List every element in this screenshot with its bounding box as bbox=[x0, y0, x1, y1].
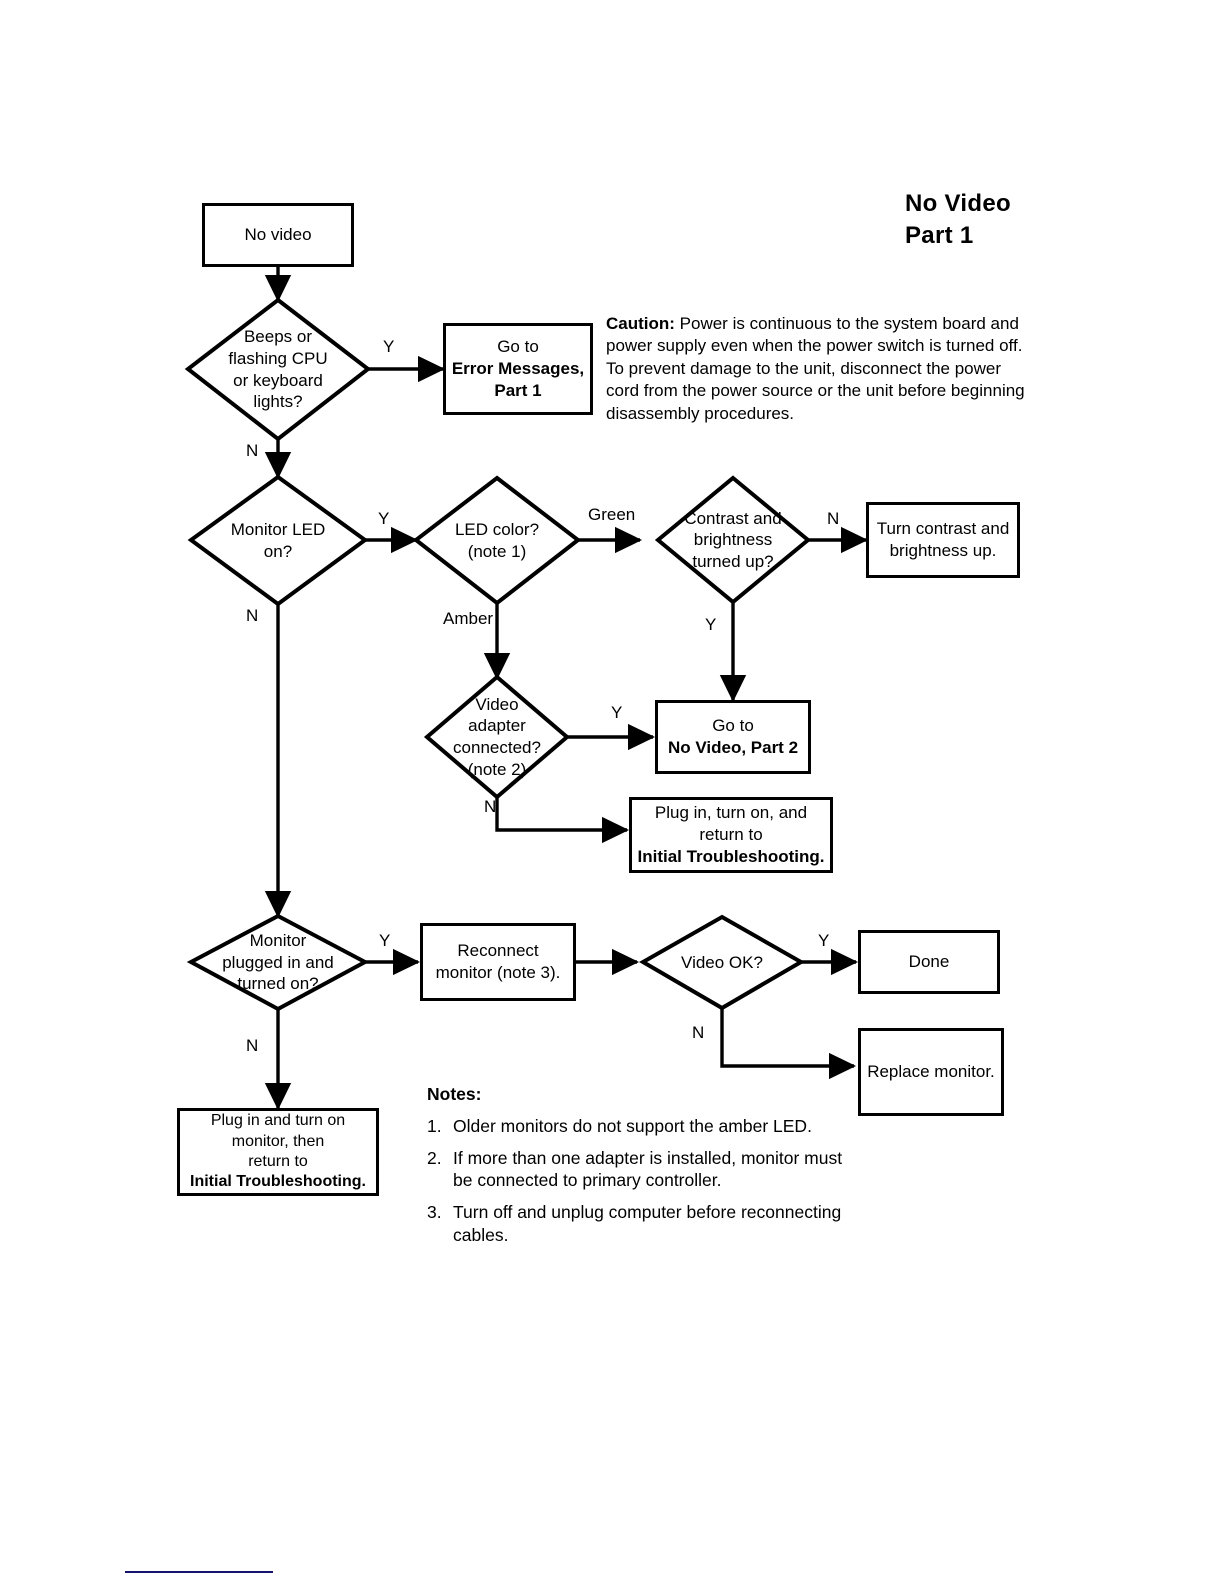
node-contrast-label: Contrast and brightness turned up? bbox=[684, 508, 782, 571]
node-beeps-label: Beeps or flashing CPU or keyboard lights… bbox=[228, 327, 328, 412]
node-video-ok-label: Video OK? bbox=[681, 952, 763, 972]
node-led-color[interactable]: LED color? (note 1) bbox=[416, 478, 578, 603]
node-plug-in-monitor-line4: Initial Troubleshooting. bbox=[190, 1173, 366, 1191]
node-error-messages-line1: Go to bbox=[497, 337, 539, 357]
caution-body: Power is continuous to the system board … bbox=[606, 314, 1025, 423]
note-item: 2. If more than one adapter is installed… bbox=[427, 1147, 847, 1193]
node-plug-in-return-line1: Plug in, turn on, and bbox=[654, 803, 808, 823]
caution-note: Caution: Power is continuous to the syst… bbox=[606, 313, 1026, 425]
node-plug-in-monitor-line2: monitor, then bbox=[231, 1132, 325, 1150]
notes-heading: Notes: bbox=[427, 1084, 482, 1104]
edge-label-contrast-yes: Y bbox=[705, 615, 717, 634]
node-monitor-led-label: Monitor LED on? bbox=[230, 519, 326, 561]
footer-divider bbox=[125, 1571, 273, 1573]
node-no-video-part2-line2: No Video, Part 2 bbox=[667, 738, 799, 757]
edge-label-color-amber: Amber bbox=[443, 609, 494, 628]
notes-block: Notes: 1. Older monitors do not support … bbox=[427, 1083, 847, 1256]
edge-adapter-no bbox=[495, 797, 630, 844]
node-no-video-part2[interactable]: Go to No Video, Part 2 bbox=[655, 700, 811, 774]
page-title: No Video Part 1 bbox=[905, 190, 1011, 250]
node-reconnect-monitor[interactable]: Reconnect monitor (note 3). bbox=[420, 923, 576, 1001]
node-turn-contrast-up-label: Turn contrast and brightness up. bbox=[876, 519, 1010, 560]
note-item: 3. Turn off and unplug computer before r… bbox=[427, 1201, 847, 1247]
node-turn-contrast-up[interactable]: Turn contrast and brightness up. bbox=[866, 502, 1020, 578]
edge-label-adapter-yes: Y bbox=[611, 703, 623, 722]
node-done[interactable]: Done bbox=[858, 930, 1000, 994]
node-no-video-part2-line1: Go to bbox=[712, 716, 754, 736]
note-number: 3. bbox=[427, 1202, 442, 1222]
note-text: If more than one adapter is installed, m… bbox=[453, 1147, 843, 1191]
node-start[interactable]: No video bbox=[202, 203, 354, 267]
note-number: 1. bbox=[427, 1115, 442, 1136]
edge-videook-no bbox=[720, 1008, 857, 1080]
node-plug-in-monitor-line3: return to bbox=[248, 1153, 308, 1170]
caution-label: Caution: bbox=[606, 314, 675, 333]
node-replace-monitor-label: Replace monitor. bbox=[867, 1062, 995, 1082]
edge-label-plugged-yes: Y bbox=[379, 931, 391, 950]
edge-label-plugged-no: N bbox=[246, 1036, 259, 1055]
node-start-label: No video bbox=[244, 225, 312, 245]
edge-label-videook-no: N bbox=[692, 1023, 705, 1042]
edge-label-beeps-yes: Y bbox=[383, 337, 395, 356]
node-plug-in-monitor[interactable]: Plug in and turn on monitor, then return… bbox=[177, 1108, 379, 1196]
node-monitor-led[interactable]: Monitor LED on? bbox=[191, 477, 365, 604]
node-plug-in-return-line2: return to bbox=[699, 825, 763, 845]
edge-label-led-yes: Y bbox=[378, 509, 390, 528]
note-item: 1. Older monitors do not support the amb… bbox=[427, 1115, 847, 1138]
edge-label-beeps-no: N bbox=[246, 441, 259, 460]
node-contrast[interactable]: Contrast and brightness turned up? bbox=[658, 478, 808, 602]
note-text: Turn off and unplug computer before reco… bbox=[453, 1202, 842, 1245]
node-video-adapter[interactable]: Video adapter connected? (note 2) bbox=[427, 677, 567, 797]
node-monitor-plugged-label: Monitor plugged in and turned on? bbox=[222, 931, 334, 994]
edge-label-contrast-no: N bbox=[827, 509, 840, 528]
node-reconnect-monitor-line2: monitor (note 3). bbox=[435, 963, 561, 982]
edge-label-led-no: N bbox=[246, 606, 259, 625]
node-video-adapter-label: Video adapter connected? (note 2) bbox=[453, 694, 541, 779]
node-video-ok[interactable]: Video OK? bbox=[643, 917, 801, 1008]
note-number: 2. bbox=[427, 1147, 442, 1168]
node-monitor-plugged[interactable]: Monitor plugged in and turned on? bbox=[191, 916, 365, 1009]
node-error-messages[interactable]: Go to Error Messages, Part 1 bbox=[443, 323, 593, 415]
node-done-label: Done bbox=[908, 952, 950, 972]
node-plug-in-return[interactable]: Plug in, turn on, and return to Initial … bbox=[629, 797, 833, 873]
node-error-messages-line2: Error Messages, bbox=[451, 359, 585, 379]
node-plug-in-monitor-line1: Plug in and turn on bbox=[210, 1112, 346, 1130]
node-reconnect-monitor-line1: Reconnect bbox=[457, 941, 539, 961]
node-led-color-label: LED color? (note 1) bbox=[454, 519, 540, 561]
edge-label-color-green: Green bbox=[588, 505, 636, 524]
node-replace-monitor[interactable]: Replace monitor. bbox=[858, 1028, 1004, 1116]
node-beeps[interactable]: Beeps or flashing CPU or keyboard lights… bbox=[188, 300, 368, 439]
node-error-messages-line3: Part 1 bbox=[494, 380, 542, 400]
edge-label-adapter-no: N bbox=[484, 797, 497, 816]
note-text: Older monitors do not support the amber … bbox=[453, 1115, 812, 1136]
edge-label-videook-yes: Y bbox=[818, 931, 830, 950]
node-plug-in-return-line3: Initial Troubleshooting. bbox=[637, 846, 825, 866]
